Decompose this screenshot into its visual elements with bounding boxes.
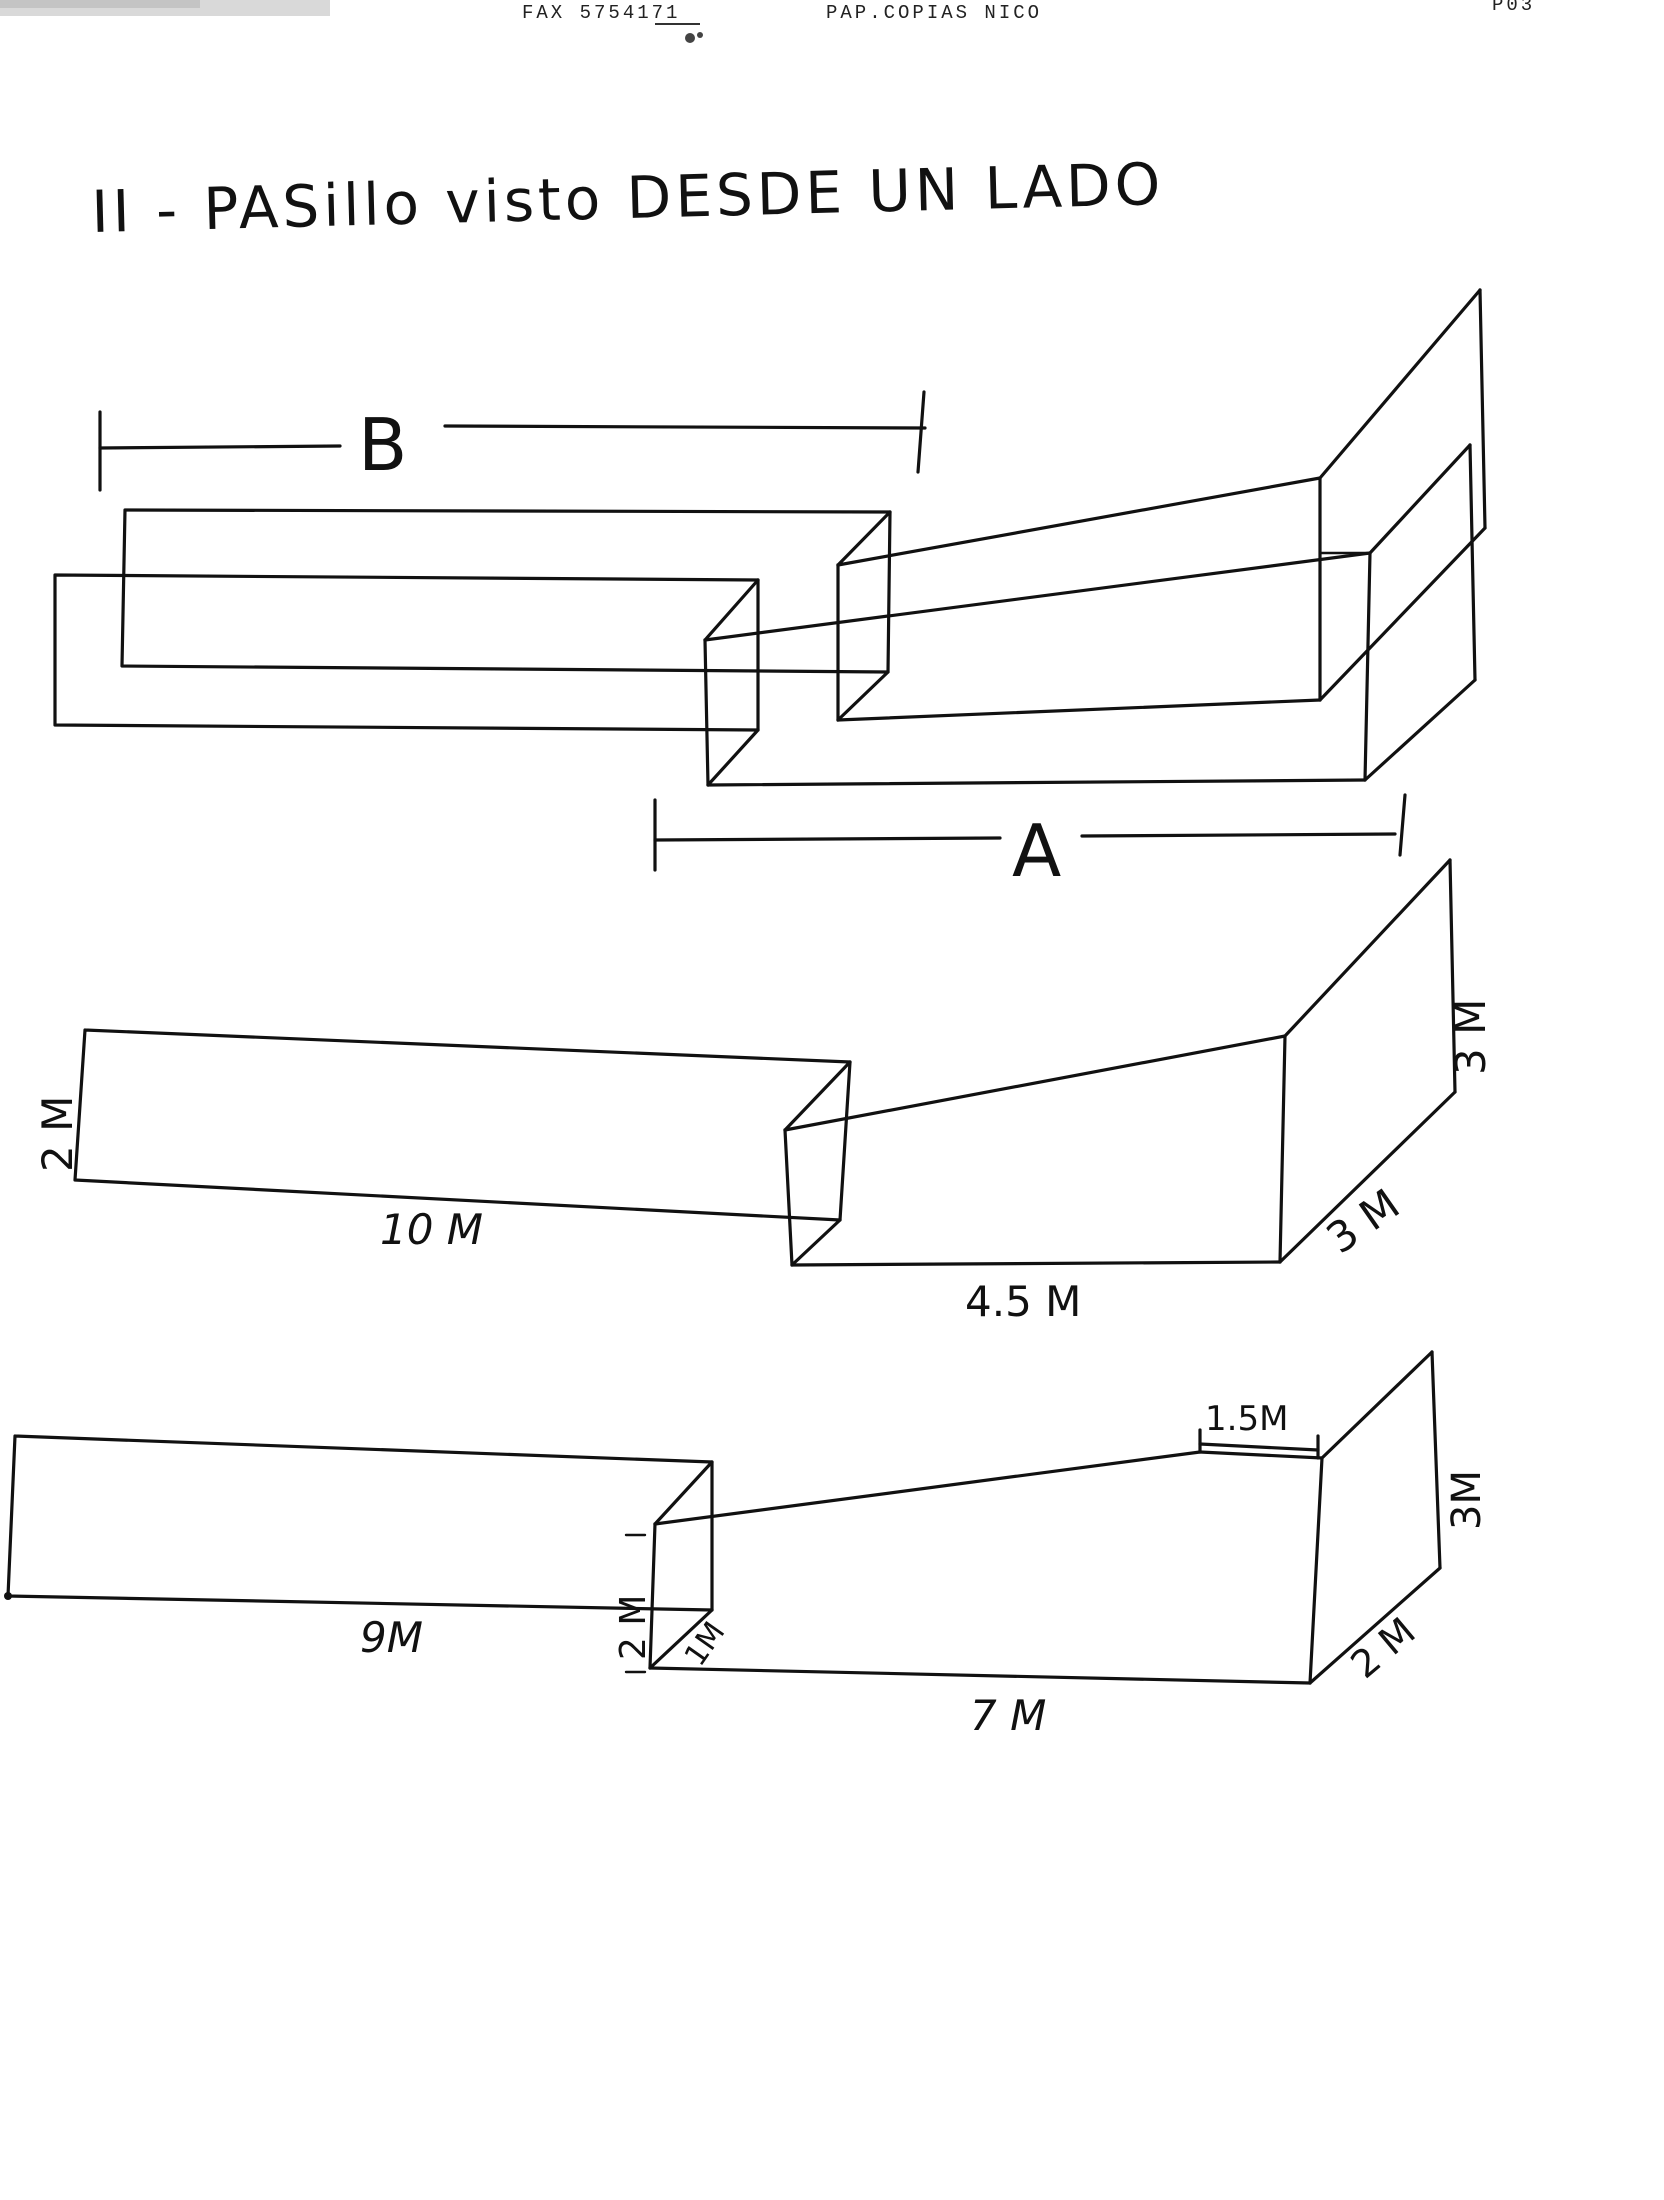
scan-noise <box>0 0 703 43</box>
figure-2-dimensioned-corridor: 2 M 10 M 4.5 M 3 M 3 M <box>33 858 1495 1326</box>
label-length-right: 7 M <box>970 1691 1046 1740</box>
fax-sender: PAP.COPIAS NICO <box>826 2 1042 24</box>
label-length-right: 4.5 M <box>965 1277 1081 1326</box>
dimension-b: B <box>98 390 927 492</box>
fax-page: P03 <box>1492 0 1535 16</box>
label-b: B <box>358 403 407 487</box>
fax-number: FAX 5754171 <box>522 2 680 24</box>
label-height-right: 3M <box>1444 1470 1490 1530</box>
label-top-width: 1.5M <box>1205 1399 1288 1439</box>
label-length-left: 9M <box>360 1613 423 1662</box>
label-depth-right: 2 M <box>1343 1609 1424 1687</box>
label-length-left: 10 M <box>380 1205 483 1254</box>
dimension-a: A <box>653 793 1407 893</box>
label-depth-right: 3 M <box>1318 1179 1409 1263</box>
label-depth-joint: 1M <box>678 1616 732 1673</box>
figure-3-dimensioned-corridor: 9M 2 M 1M 7 M 1.5M 3M 2 M <box>4 1350 1490 1740</box>
label-height-left: 2 M <box>33 1096 82 1172</box>
figure-1-corridor-sketch: B A <box>53 288 1487 893</box>
label-height-right: 3 M <box>1446 999 1495 1075</box>
page-title: II - PASillo visto DESDE UN LADO <box>91 150 1166 246</box>
label-a: A <box>1012 809 1061 893</box>
label-height-joint: 2 M <box>613 1595 654 1660</box>
